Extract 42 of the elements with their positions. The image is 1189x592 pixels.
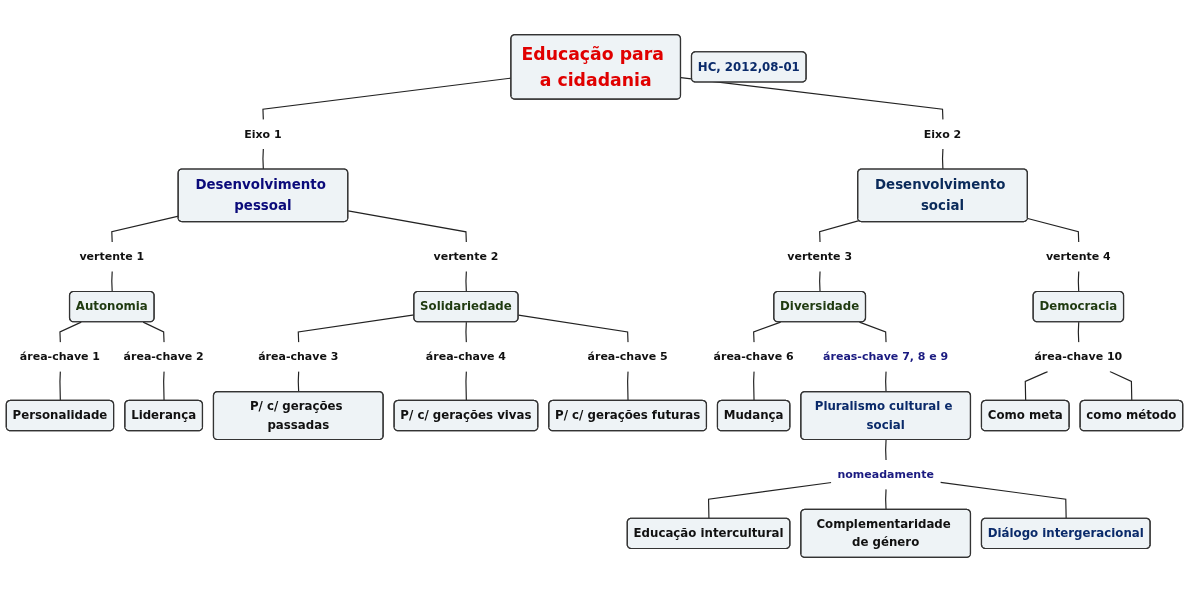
connector: [262, 148, 264, 170]
connector: [1077, 270, 1080, 293]
node-text: área-chave 10: [1034, 349, 1123, 363]
connector: [858, 321, 887, 344]
connector: [163, 371, 165, 402]
connector: [707, 481, 833, 520]
connector: [753, 371, 755, 402]
node-text: vertente 4: [1045, 249, 1111, 263]
node-text: Eixo 2: [923, 127, 962, 140]
connector: [142, 321, 165, 344]
node-text: vertente 3: [787, 249, 853, 263]
connector: [885, 371, 887, 393]
node-text: área-chave 5: [587, 349, 668, 363]
connector: [59, 371, 61, 402]
connector: [819, 220, 860, 243]
node-text: vertente 2: [433, 249, 499, 263]
connector: [1077, 321, 1080, 344]
node-text: área-chave 6: [713, 349, 794, 363]
node-text: área-chave 2: [123, 349, 204, 363]
connector: [347, 210, 467, 243]
connector: [753, 321, 782, 344]
connector: [297, 371, 300, 393]
connector: [885, 488, 887, 511]
connector: [111, 270, 113, 293]
connector: [941, 148, 944, 170]
connector: [465, 270, 467, 293]
connector: [465, 321, 467, 344]
connector: [819, 270, 821, 293]
node-text: nomeadamente: [837, 467, 934, 481]
node-text: área-chave 1: [19, 349, 101, 363]
node-text: vertente 1: [79, 249, 145, 263]
node-text: área-chave 4: [425, 349, 507, 363]
connector: [939, 481, 1067, 520]
connector: [59, 321, 82, 344]
node-text: Eixo 1: [244, 127, 282, 140]
connector: [1027, 217, 1080, 243]
node-text: área-chave 3: [258, 349, 339, 363]
connector: [465, 371, 467, 402]
node-text: áreas-chave 7, 8 e 9: [823, 349, 949, 363]
connector: [627, 371, 629, 402]
connector: [885, 439, 887, 461]
connector: [680, 77, 944, 121]
